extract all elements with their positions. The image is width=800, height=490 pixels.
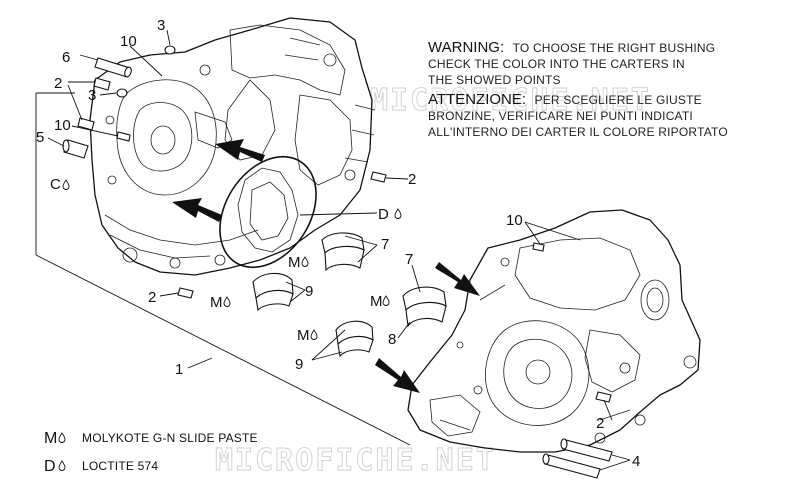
drop-icon-C	[62, 179, 70, 190]
legend-d-symbol: D	[44, 458, 56, 475]
highlight-ellipse	[219, 155, 317, 269]
callout-M-2: M	[210, 294, 223, 311]
dowel-pins-4	[542, 438, 613, 479]
callout-2-upper-left: 2	[54, 75, 62, 92]
dowel-pins-2-upper-left	[77, 77, 111, 131]
drop-icon-D	[394, 208, 402, 219]
dowel-pin-2-right	[370, 171, 387, 183]
legend: M MOLYKOTE G-N SLIDE PASTE D LOCTITE 574	[44, 430, 258, 475]
main-bearings-7-upper	[321, 232, 365, 272]
callout-3-mid: 3	[88, 87, 96, 104]
dowel-pin-6	[94, 57, 132, 78]
legend-m-symbol: M	[44, 430, 57, 447]
drop-icon-legend-D	[58, 460, 66, 471]
drop-icon-M4	[310, 329, 318, 340]
drop-icon-M3	[382, 295, 390, 306]
attention-line-1: ATTENZIONE: PER SCEGLIERE LE GIUSTE	[428, 91, 702, 108]
callout-D: D	[378, 206, 389, 223]
callout-10-top: 10	[120, 33, 137, 50]
assembly-frame	[35, 92, 411, 446]
warning-line-2: CHECK THE COLOR INTO THE CARTERS IN	[428, 57, 685, 71]
callout-8: 8	[388, 331, 396, 348]
legend-d-text: LOCTITE 574	[82, 459, 158, 473]
callout-9-left: 9	[305, 283, 313, 300]
bushing-10-left	[116, 131, 131, 142]
callout-5: 5	[36, 129, 44, 146]
callout-10-left: 10	[54, 117, 71, 134]
callout-9-right: 9	[295, 356, 303, 373]
dowel-pin-2-bottom-left	[177, 287, 194, 299]
callout-2-lower-right: 2	[596, 415, 604, 432]
main-bearings-9-right	[335, 320, 374, 358]
dowel-pin-2-lower-right	[595, 391, 612, 403]
warning-line-3: THE SHOWED POINTS	[428, 73, 561, 87]
bushing-10-right	[532, 242, 545, 252]
leader-lines	[47, 29, 631, 471]
callout-1: 1	[175, 361, 183, 378]
drop-icon-M2	[223, 296, 231, 307]
callout-7-right: 7	[405, 251, 413, 268]
main-bearings-9-lower-left	[252, 272, 294, 312]
sleeve-5	[62, 139, 89, 159]
callout-7-upper: 7	[381, 236, 389, 253]
callout-C: C	[50, 176, 61, 193]
watermark-bottom: MICROFICHE.NET	[215, 443, 496, 478]
callout-4: 4	[632, 453, 640, 470]
callout-10-right: 10	[506, 212, 523, 229]
left-crankcase-half	[89, 17, 376, 276]
callout-2-right: 2	[408, 171, 416, 188]
drop-icon-M1	[301, 256, 309, 267]
attention-line-2: BRONZINE, VERIFICARE NEI PUNTI INDICATI	[428, 109, 693, 123]
bushings-3	[116, 45, 176, 98]
legend-m-text: MOLYKOTE G-N SLIDE PASTE	[82, 431, 258, 445]
warning-line-1: WARNING: TO CHOOSE THE RIGHT BUSHING	[428, 39, 715, 56]
right-crankcase-half	[407, 209, 701, 453]
callout-M-4: M	[297, 327, 310, 344]
callout-M-3: M	[370, 293, 383, 310]
callout-M-1: M	[288, 254, 301, 271]
warning-note: WARNING: TO CHOOSE THE RIGHT BUSHING CHE…	[428, 39, 728, 139]
indicator-arrows	[172, 139, 480, 393]
callout-2-bottom-left: 2	[148, 289, 156, 306]
main-bearings-7-8-right	[402, 286, 447, 328]
callout-labels: 3 10 6 2 3 10 5 C 2 D 7 M 2 9 M 1 10 7 M…	[36, 17, 640, 470]
watermark-top: MICROFICHE.NET	[370, 83, 651, 118]
drop-icon-legend-M	[58, 432, 66, 443]
callout-6: 6	[62, 49, 70, 66]
attention-line-3: ALL'INTERNO DEI CARTER IL COLORE RIPORTA…	[428, 125, 728, 139]
callout-3-top: 3	[157, 17, 165, 34]
mating-face-detail	[237, 167, 299, 253]
